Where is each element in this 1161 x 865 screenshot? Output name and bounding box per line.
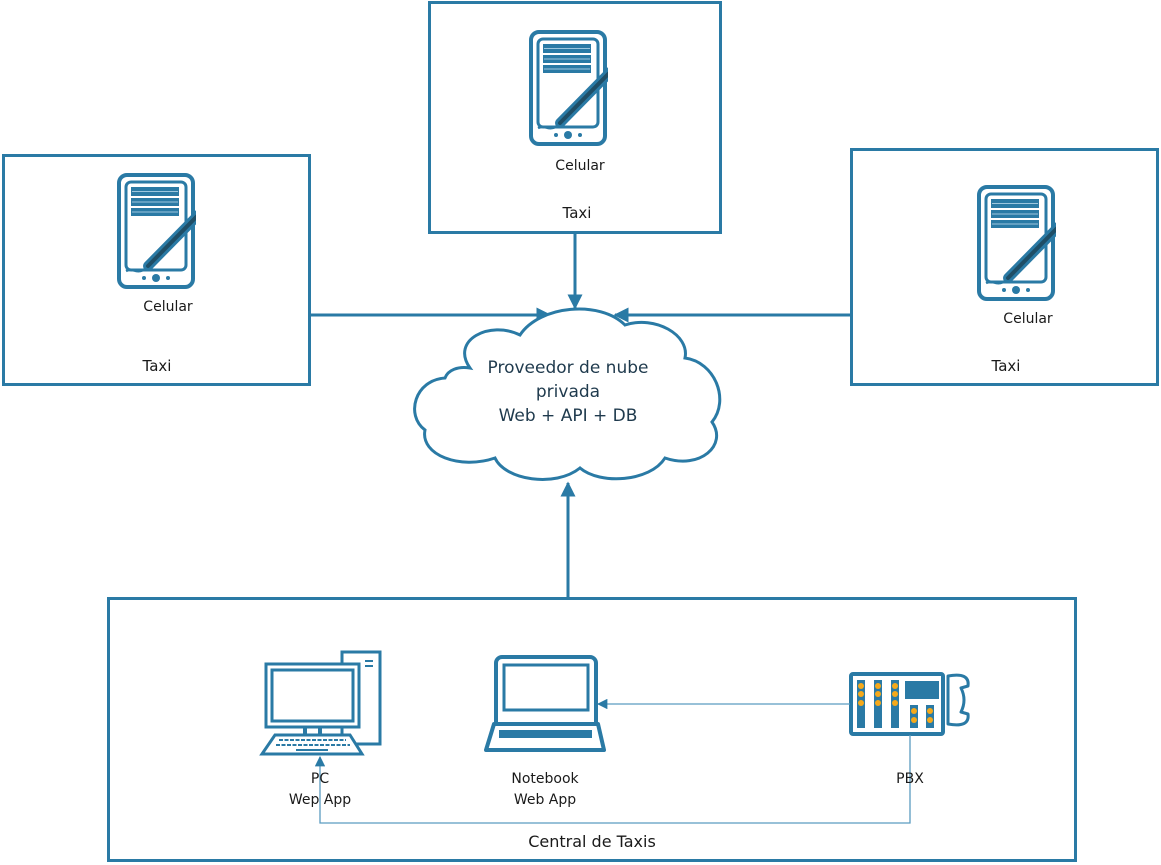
pbx-to-pc-line (314, 735, 911, 824)
mobile-pen-icon (119, 175, 211, 287)
cloud-line: Proveedor de nube (487, 358, 649, 378)
mobile-pen-icon (531, 32, 623, 144)
pbx-phone-icon (849, 672, 970, 736)
taxi-top-device-label: Celular (555, 158, 605, 174)
taxi-box-top (428, 1, 722, 234)
taxi-left-device-label: Celular (143, 299, 193, 315)
central-box (107, 597, 1077, 862)
desktop-pc-icon (259, 650, 382, 756)
pc-app-label: Wep App (288, 792, 352, 808)
taxi-top-label: Taxi (562, 204, 592, 222)
taxi-box-left (2, 154, 311, 386)
cloud-label: Proveedor de nube privada Web + API + DB (488, 356, 649, 428)
pbx-label: PBX (896, 771, 924, 787)
cloud-icon (413, 307, 722, 481)
pc-label: PC (310, 771, 330, 787)
taxi-right-label: Taxi (991, 357, 1021, 375)
notebook-app-label: Web App (513, 792, 577, 808)
notebook-label: Notebook (511, 771, 579, 787)
taxi-right-device-label: Celular (1003, 311, 1053, 327)
taxi-left-label: Taxi (142, 357, 172, 375)
cloud-line: privada (535, 382, 601, 402)
central-title: Central de Taxis (528, 832, 656, 851)
cloud-line: Web + API + DB (498, 406, 638, 426)
taxi-box-right (850, 148, 1159, 386)
laptop-icon (484, 655, 606, 752)
mobile-pen-icon (979, 187, 1071, 299)
